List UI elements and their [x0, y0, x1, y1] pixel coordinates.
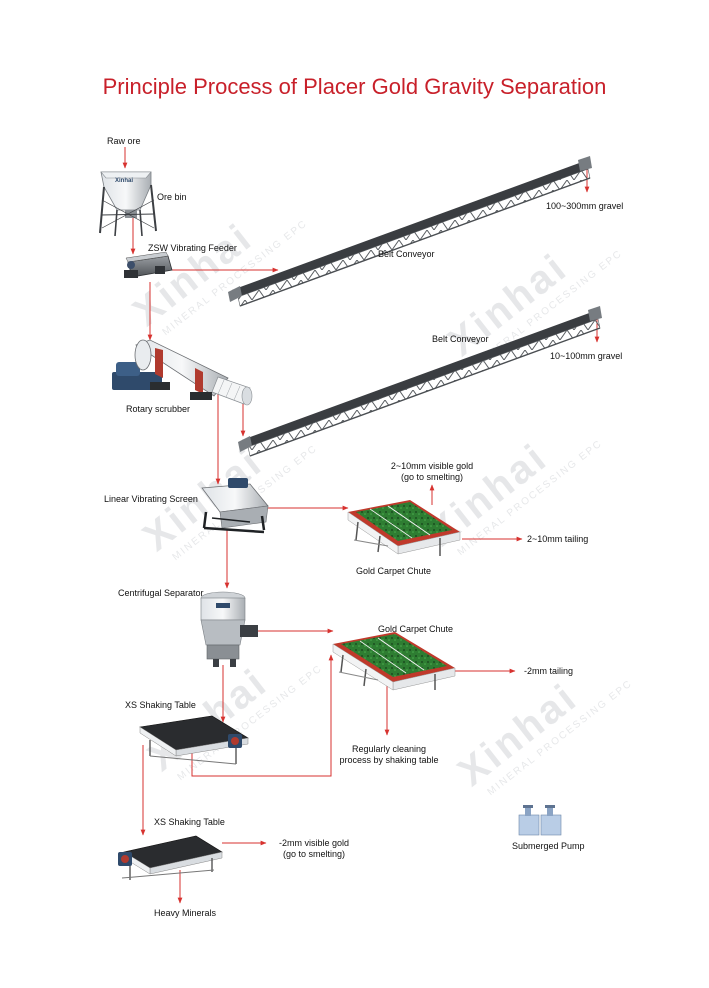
label-linear-vibrating-screen: Linear Vibrating Screen	[104, 494, 198, 504]
label-shaking-table-1: XS Shaking Table	[125, 700, 196, 710]
label-tailing-2: -2mm tailing	[524, 666, 574, 676]
label-visible-gold-1: 2~10mm visible gold (go to smelting)	[390, 461, 474, 482]
label-tailing-1: 2~10mm tailing	[527, 534, 589, 544]
shaking-table-2	[118, 835, 223, 880]
label-belt-conveyor-1: Belt Conveyor	[378, 249, 435, 259]
label-belt-conveyor-2: Belt Conveyor	[432, 334, 489, 344]
belt-conveyor-1	[228, 156, 592, 307]
gold-carpet-chute-2	[332, 632, 456, 691]
label-gravel-1: 100~300mm gravel	[546, 201, 624, 211]
label-shaking-table-2: XS Shaking Table	[154, 817, 225, 827]
belt-conveyor-2	[238, 306, 602, 457]
label-heavy-minerals: Heavy Minerals	[154, 908, 217, 918]
vibrating-feeder	[124, 251, 173, 278]
centrifugal-separator	[200, 591, 258, 667]
label-visible-gold-2: -2mm visible gold (go to smelting)	[278, 838, 350, 859]
gold-carpet-chute-1	[347, 500, 461, 556]
label-gravel-2: 10~100mm gravel	[550, 351, 623, 361]
label-centrifugal-separator: Centrifugal Separator	[118, 588, 204, 598]
label-raw-ore: Raw ore	[107, 136, 141, 146]
label-rotary-scrubber: Rotary scrubber	[126, 404, 191, 414]
label-submerged-pump: Submerged Pump	[512, 841, 585, 851]
flow-table-1-to-chute-2	[191, 654, 334, 777]
label-vibrating-feeder: ZSW Vibrating Feeder	[148, 243, 237, 253]
page-title: Principle Process of Placer Gold Gravity…	[102, 74, 607, 99]
submerged-pump	[518, 805, 562, 836]
label-ore-bin: Ore bin	[157, 192, 187, 202]
ore-bin	[99, 171, 157, 237]
label-gold-carpet-chute-2: Gold Carpet Chute	[378, 624, 454, 634]
rotary-scrubber	[112, 339, 253, 406]
label-gold-carpet-chute-1: Gold Carpet Chute	[356, 566, 432, 576]
shaking-table-1	[139, 715, 249, 765]
label-regular-cleaning: Regularly cleaning process by shaking ta…	[339, 744, 439, 765]
linear-vibrating-screen	[201, 478, 269, 534]
bin-logo: Xinhai	[115, 178, 134, 184]
flow-lines	[122, 147, 600, 904]
